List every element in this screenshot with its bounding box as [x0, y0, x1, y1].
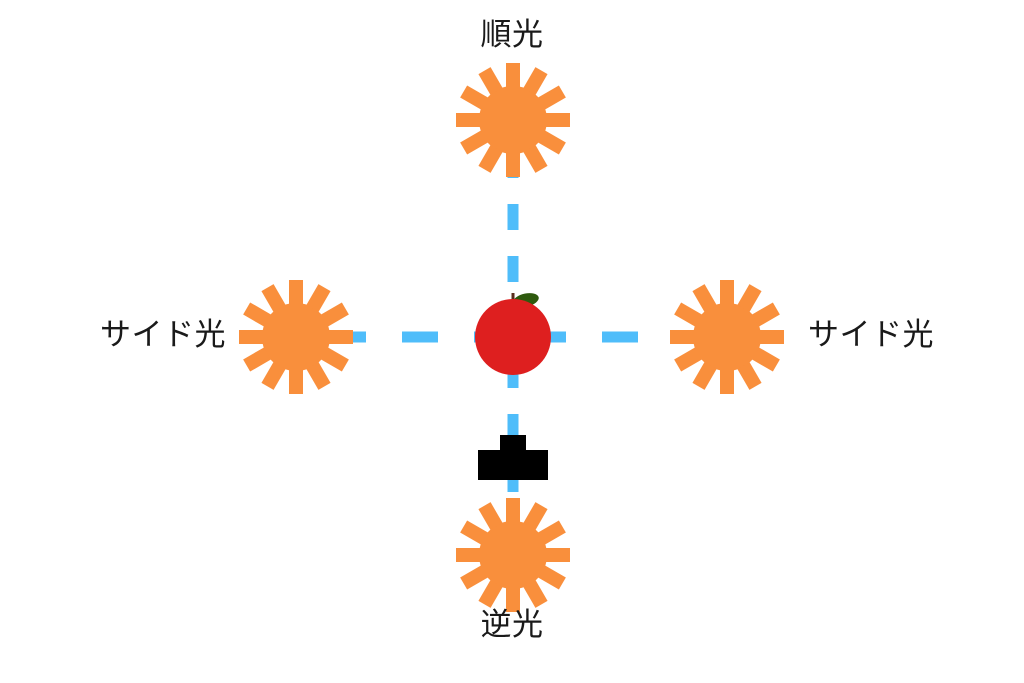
label-front-light: 順光 [480, 17, 544, 53]
camera-top-block [500, 435, 526, 452]
apple-body [475, 299, 551, 375]
label-back-light: 逆光 [480, 607, 544, 643]
side-light-sun-left-icon[interactable] [239, 280, 353, 394]
label-side-light-left: サイド光 [100, 317, 226, 353]
label-side-light-right: サイド光 [808, 317, 934, 353]
camera-body [478, 450, 548, 480]
side-light-sun-right-icon[interactable] [670, 280, 784, 394]
back-light-sun-icon[interactable] [456, 498, 570, 612]
camera-icon[interactable] [478, 435, 548, 480]
apple-icon[interactable] [475, 291, 551, 375]
front-light-sun-icon[interactable] [456, 63, 570, 177]
